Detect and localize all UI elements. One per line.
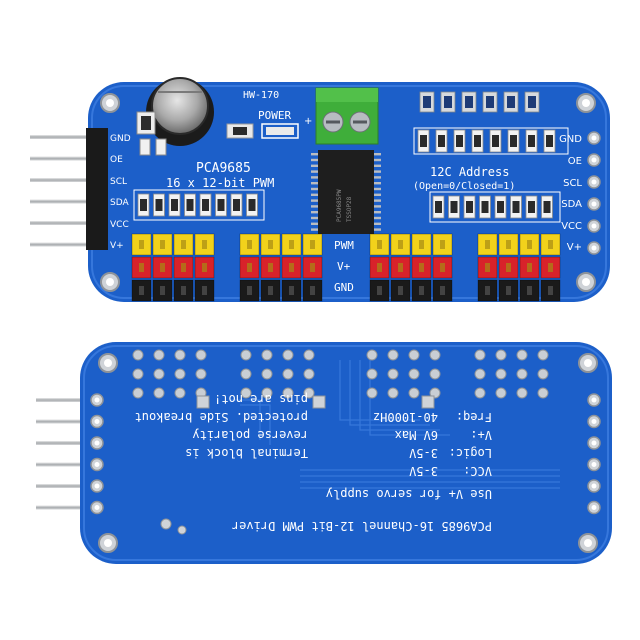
- back-freq-label: Freq:: [456, 410, 492, 424]
- chip-name-label: PCA9685: [196, 161, 251, 176]
- side-pin: [36, 441, 92, 445]
- pca9685-chip: PCA9685PW TSSOP28: [311, 150, 381, 234]
- svg-text:+: +: [304, 116, 312, 127]
- back-side-header-pins: [36, 398, 92, 510]
- side-pin: [30, 135, 92, 139]
- back-board: Freq: 40-1000Hz V+: 6V Max Logic: 3-5V V…: [36, 342, 612, 564]
- right-pin-oe: OE: [568, 156, 582, 167]
- side-pin: [30, 199, 92, 204]
- back-silkscreen: Freq: 40-1000Hz V+: 6V Max Logic: 3-5V V…: [135, 392, 492, 533]
- side-pin: [30, 221, 92, 225]
- back-note-line3: protected. Side breakout: [135, 410, 308, 424]
- back-right-pads: [587, 393, 601, 515]
- power-terminal-block: [315, 87, 379, 145]
- left-pin-vplus: V+: [110, 241, 124, 251]
- side-pin: [36, 462, 92, 467]
- back-left-pads: [90, 393, 104, 515]
- side-pin: [30, 156, 92, 161]
- address-title: 12C Address: [430, 165, 509, 179]
- right-pin-scl: SCL: [563, 178, 582, 189]
- side-pin: [30, 178, 92, 182]
- svg-text:TSSOP28: TSSOP28: [346, 196, 353, 222]
- side-pin: [30, 242, 92, 247]
- back-vplus-value: 6V Max: [395, 428, 438, 442]
- back-note-line1: Terminal block is: [185, 446, 308, 460]
- back-freq-value: 40-1000Hz: [373, 410, 438, 424]
- side-pin: [36, 484, 92, 488]
- resistor-bank-left: [137, 193, 258, 217]
- back-use-line: Use V+ for servo supply: [326, 487, 492, 501]
- row-label-vplus: V+: [337, 260, 351, 273]
- right-side-pads: [587, 131, 601, 255]
- back-vplus-label: V+:: [470, 428, 492, 442]
- right-pin-vplus: V+: [567, 242, 582, 253]
- electrolytic-capacitor: [146, 77, 214, 146]
- front-board: HW-170 POWER +: [30, 77, 610, 302]
- left-pin-header: [86, 128, 108, 250]
- model-label: HW-170: [243, 90, 279, 101]
- resistor-bank-right: [432, 195, 553, 219]
- back-vcc-value: 3-5V: [409, 464, 438, 478]
- back-logic-value: 3-5V: [409, 446, 438, 460]
- chip-subtitle-label: 16 x 12-bit PWM: [166, 176, 274, 190]
- back-note-line4: pins are not!: [214, 392, 308, 406]
- back-logic-label: Logic:: [449, 446, 492, 460]
- side-pin: [36, 398, 92, 402]
- back-note-line2: reverse polarity: [192, 428, 308, 442]
- left-pin-sda: SDA: [110, 198, 129, 208]
- left-pin-gnd: GND: [110, 134, 131, 144]
- right-pin-sda: SDA: [561, 199, 582, 210]
- row-label-gnd: GND: [334, 281, 354, 294]
- left-pin-oe: OE: [110, 155, 123, 165]
- back-header-holes: [132, 349, 549, 399]
- back-product-line: PCA9685 16-Channel 12-Bit PWM Driver: [232, 519, 492, 533]
- row-label-pwm: PWM: [334, 239, 354, 252]
- svg-text:PCA9685PW: PCA9685PW: [336, 189, 343, 222]
- power-label: POWER: [258, 109, 291, 122]
- side-pin: [36, 419, 92, 424]
- side-pin: [36, 505, 92, 510]
- address-jumpers: [413, 91, 569, 155]
- left-pin-vcc: VCC: [110, 220, 129, 230]
- right-pin-gnd: GND: [559, 134, 582, 145]
- back-vcc-label: VCC:: [463, 464, 492, 478]
- front-side-header-pins: [30, 135, 92, 247]
- right-pin-vcc: VCC: [561, 221, 582, 232]
- servo-headers: [131, 233, 561, 302]
- left-pin-scl: SCL: [110, 177, 127, 187]
- address-subtitle: (Open=0/Closed=1): [413, 181, 515, 192]
